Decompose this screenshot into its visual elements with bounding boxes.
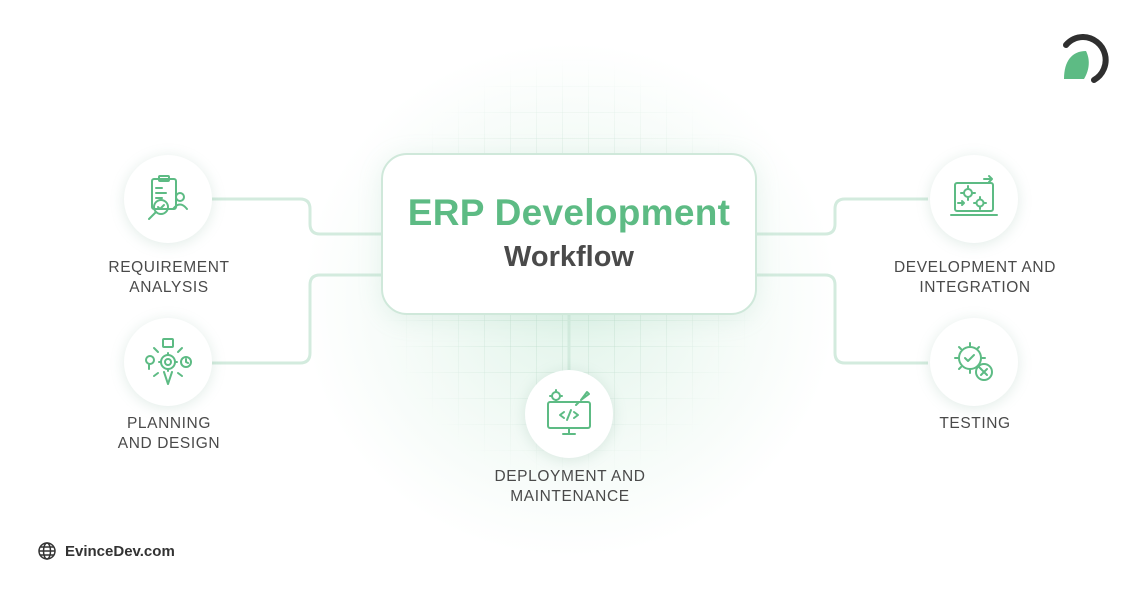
testing-icon: [954, 342, 993, 381]
center-title-box: ERP Development Workflow: [381, 153, 757, 315]
connector-development: [757, 197, 928, 236]
globe-icon: [38, 542, 56, 560]
connector-planning: [212, 273, 381, 365]
deployment-maintenance-node: [525, 370, 613, 458]
diagram-subtitle: Workflow: [504, 241, 634, 273]
planning-design-icon: [145, 338, 192, 385]
testing-node: [930, 318, 1018, 406]
testing-label: TESTING: [939, 415, 1011, 432]
requirement-analysis-icon: [148, 175, 188, 220]
deployment-maintenance-icon: [547, 389, 591, 435]
planning-design-node: [124, 318, 212, 406]
diagram-title: ERP Development: [407, 192, 731, 233]
footer-website[interactable]: EvinceDev.com: [37, 540, 175, 562]
development-integration-icon: [950, 175, 998, 216]
website-link[interactable]: EvinceDev.com: [65, 542, 175, 560]
connector-testing: [757, 273, 928, 365]
development-integration-node: [930, 155, 1018, 243]
requirement-analysis-node: [124, 155, 212, 243]
evincedev-logo: [1063, 34, 1109, 83]
connector-requirement: [212, 197, 381, 236]
